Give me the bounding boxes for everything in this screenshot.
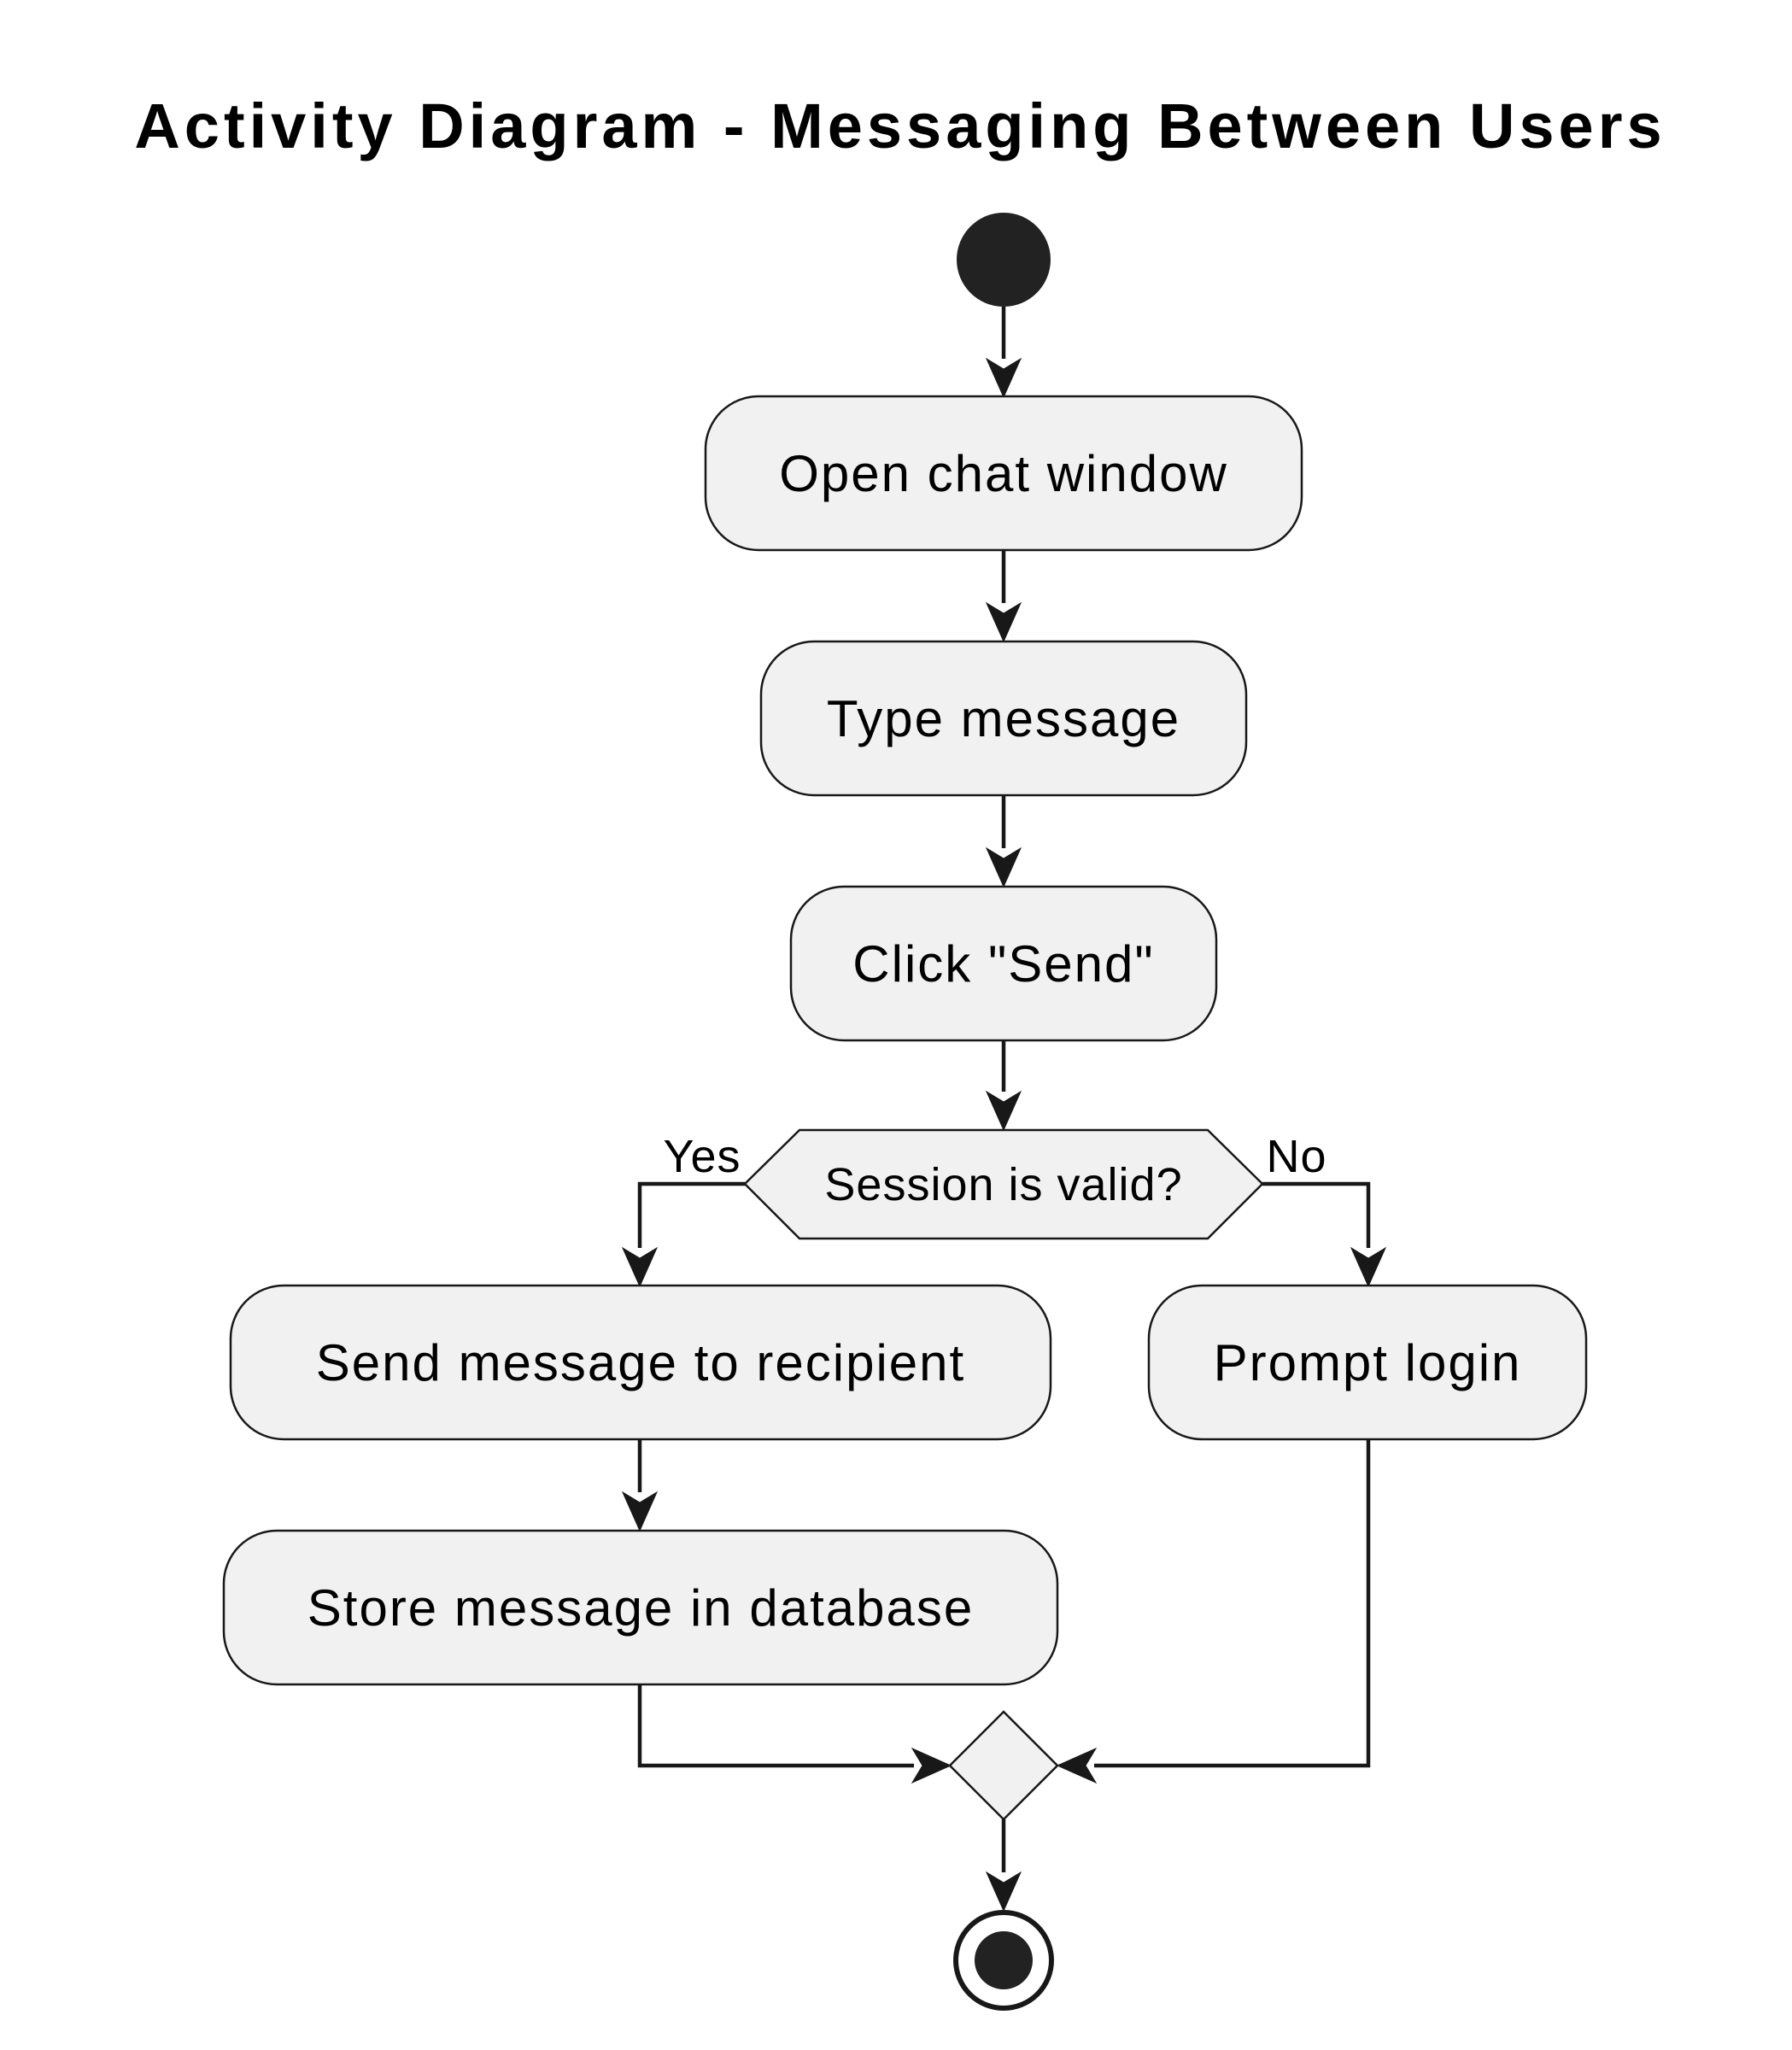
edge-yes-branch [637, 1181, 745, 1248]
arrowhead [985, 601, 1022, 643]
edge-prompt-login-to-merge [1094, 1439, 1371, 1768]
branch-no-label: No [1266, 1131, 1326, 1182]
activity-open-chat-window-label: Open chat window [779, 445, 1228, 502]
diagram-title: Activity Diagram - Messaging Between Use… [134, 91, 1666, 161]
arrowhead [911, 1747, 952, 1784]
activity-prompt-login-label: Prompt login [1214, 1334, 1522, 1391]
end-node-inner-dot [975, 1931, 1033, 1989]
arrowhead [621, 1491, 659, 1532]
arrowhead [985, 1871, 1022, 1912]
edge-no-branch [1262, 1181, 1371, 1248]
arrowhead [621, 1246, 659, 1288]
arrowhead [1056, 1747, 1098, 1784]
arrowhead [985, 1090, 1022, 1132]
arrowhead [1350, 1246, 1387, 1288]
activity-click-send-label: Click "Send" [852, 935, 1154, 993]
end-node [953, 1910, 1054, 2011]
activity-send-message-to-recipient-label: Send message to recipient [316, 1334, 965, 1391]
edge-store-to-merge [637, 1684, 914, 1768]
start-node [957, 213, 1051, 307]
arrowhead [985, 846, 1022, 888]
branch-yes-label: Yes [663, 1131, 741, 1182]
activity-type-message-label: Type message [827, 690, 1180, 747]
arrowhead [985, 357, 1022, 399]
merge-node [948, 1710, 1059, 1821]
activity-store-message-in-database-label: Store message in database [307, 1579, 974, 1637]
decision-session-valid-label: Session is valid? [824, 1159, 1182, 1210]
